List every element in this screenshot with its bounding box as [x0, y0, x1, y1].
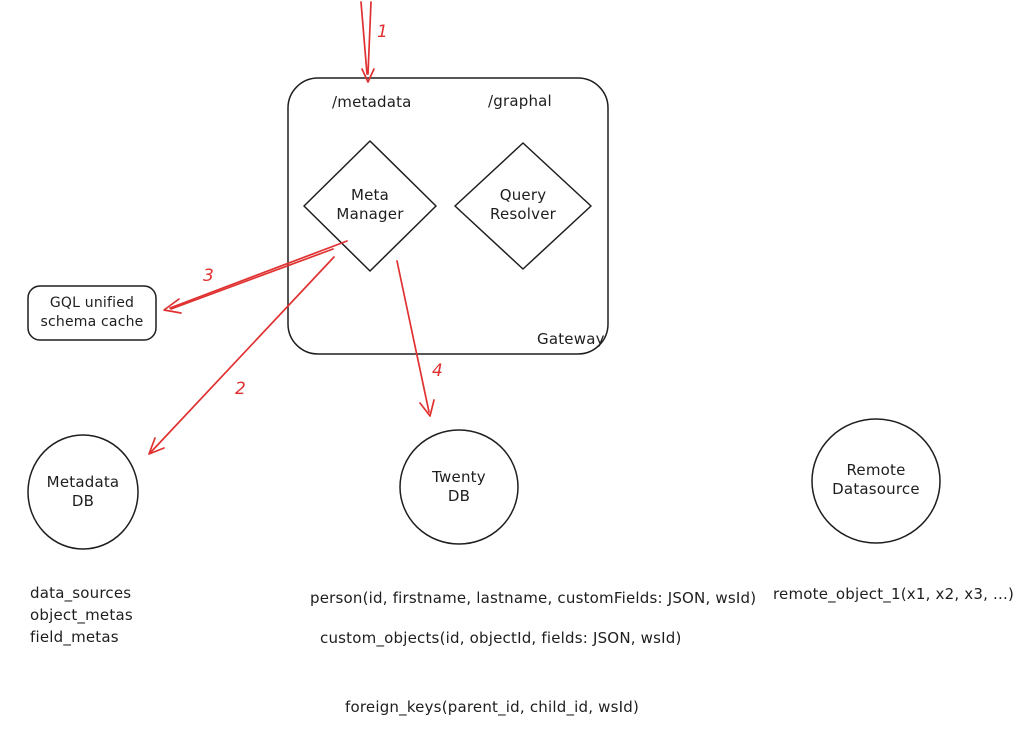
twenty-db-table-custom-objects: custom_objects(id, objectId, fields: JSO… — [320, 629, 682, 647]
endpoint-metadata: /metadata — [332, 93, 412, 111]
query-resolver-label: Query Resolver — [490, 186, 556, 224]
twenty-db-circle — [399, 429, 519, 545]
arrow-4-label: 4 — [432, 361, 443, 381]
query-resolver-diamond — [454, 142, 592, 270]
meta-manager-diamond — [303, 140, 437, 272]
twenty-db-table-person: person(id, firstname, lastname, customFi… — [310, 589, 757, 607]
schema-cache-line2: schema cache — [40, 314, 144, 330]
metadata-db-label: Metadata DB — [47, 473, 120, 511]
metadata-db-line1: Metadata — [46, 473, 120, 491]
schema-cache-box — [27, 285, 157, 341]
arrow-4-head — [419, 399, 435, 417]
metadata-db-table-1: data_sources — [30, 584, 132, 602]
arrow-3-line — [169, 240, 348, 309]
metadata-db-tables: data_sources object_metas field_metas — [30, 582, 133, 648]
remote-datasource-line1: Remote — [846, 461, 906, 479]
arrow-1-line — [360, 1, 368, 75]
schema-cache-line1: GQL unified — [49, 295, 135, 311]
arrow-1-line-b — [367, 1, 372, 75]
arrow-3-head — [163, 298, 182, 314]
remote-datasource-circle — [811, 418, 941, 544]
arrow-3-label: 3 — [203, 266, 214, 286]
arrow-3-line-b — [170, 248, 334, 310]
arrow-1-head — [361, 68, 375, 83]
arrow-4-line — [396, 260, 430, 413]
meta-manager-line1: Meta — [350, 186, 390, 204]
gateway-label: Gateway — [537, 330, 605, 348]
twenty-db-table-foreign-keys: foreign_keys(parent_id, child_id, wsId) — [345, 698, 640, 716]
metadata-db-table-2: object_metas — [30, 606, 133, 624]
arrow-1-label: 1 — [377, 22, 388, 42]
remote-object-table: remote_object_1(x1, x2, x3, ...) — [773, 585, 1015, 603]
metadata-db-line2: DB — [71, 492, 95, 510]
gateway-box — [287, 77, 609, 355]
metadata-db-circle — [27, 434, 139, 550]
twenty-db-line2: DB — [447, 487, 471, 505]
remote-datasource-line2: Datasource — [832, 480, 920, 498]
arrow-2-line — [150, 256, 335, 453]
arrow-2-label: 2 — [235, 379, 246, 399]
meta-manager-label: Meta Manager — [336, 186, 403, 224]
query-resolver-line1: Query — [499, 186, 547, 204]
arrow-2-head — [148, 437, 165, 455]
twenty-db-line1: Twenty — [432, 468, 486, 486]
metadata-db-table-3: field_metas — [30, 628, 119, 646]
endpoint-graphql: /graphal — [488, 92, 552, 110]
query-resolver-line2: Resolver — [489, 205, 557, 223]
meta-manager-line2: Manager — [336, 205, 404, 223]
twenty-db-label: Twenty DB — [432, 468, 486, 506]
schema-cache-label: GQL unified schema cache — [40, 294, 143, 332]
remote-datasource-label: Remote Datasource — [832, 461, 920, 499]
